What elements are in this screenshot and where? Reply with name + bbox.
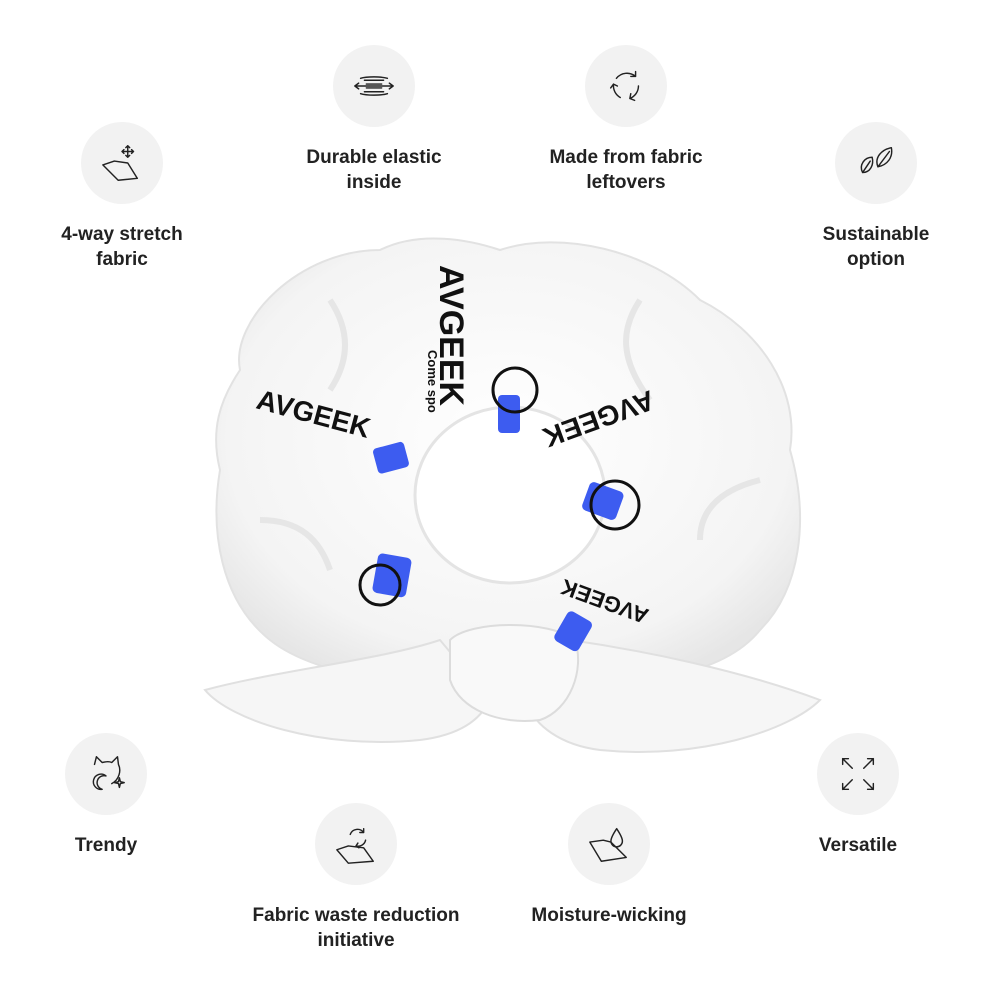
feature-stretch: 4-way stretch fabric xyxy=(0,122,252,272)
print-tagline-text: Come spo xyxy=(425,350,440,413)
feature-label: 4-way stretch fabric xyxy=(61,224,183,270)
feature-leftovers: Made from fabric leftovers xyxy=(496,45,756,195)
feature-label: Durable elastic inside xyxy=(306,147,442,193)
feature-label: Moisture-wicking xyxy=(531,905,687,926)
droplet-fabric-icon xyxy=(568,803,650,885)
print-circle-mark xyxy=(589,479,641,531)
feature-label: Trendy xyxy=(74,835,138,856)
recycle-icon xyxy=(585,45,667,127)
stretch-fabric-icon xyxy=(81,122,163,204)
feature-moisture: Moisture-wicking xyxy=(479,803,739,928)
elastic-icon xyxy=(333,45,415,127)
feature-label: Sustainable option xyxy=(822,224,930,270)
feature-trendy: Trendy xyxy=(0,733,236,858)
feature-sustainable: Sustainable option xyxy=(746,122,1000,272)
expand-arrows-icon xyxy=(817,733,899,815)
print-accent-mark xyxy=(498,395,520,433)
feature-label: Made from fabric leftovers xyxy=(549,147,703,193)
print-accent-mark xyxy=(373,441,409,474)
leaf-icon xyxy=(835,122,917,204)
feature-label: Versatile xyxy=(818,835,898,856)
print-accent-mark xyxy=(372,553,412,598)
cat-sparkle-icon xyxy=(65,733,147,815)
fabric-recycle-icon xyxy=(315,803,397,885)
feature-elastic: Durable elastic inside xyxy=(244,45,504,195)
print-circle-mark xyxy=(491,366,539,414)
feature-waste-reduction: Fabric waste reduction initiative xyxy=(226,803,486,953)
feature-versatile: Versatile xyxy=(728,733,988,858)
feature-label: Fabric waste reduction initiative xyxy=(252,905,460,951)
print-accent-mark xyxy=(554,611,592,652)
print-brand-text: AVGEEK xyxy=(432,265,470,407)
print-circle-mark xyxy=(358,563,402,607)
